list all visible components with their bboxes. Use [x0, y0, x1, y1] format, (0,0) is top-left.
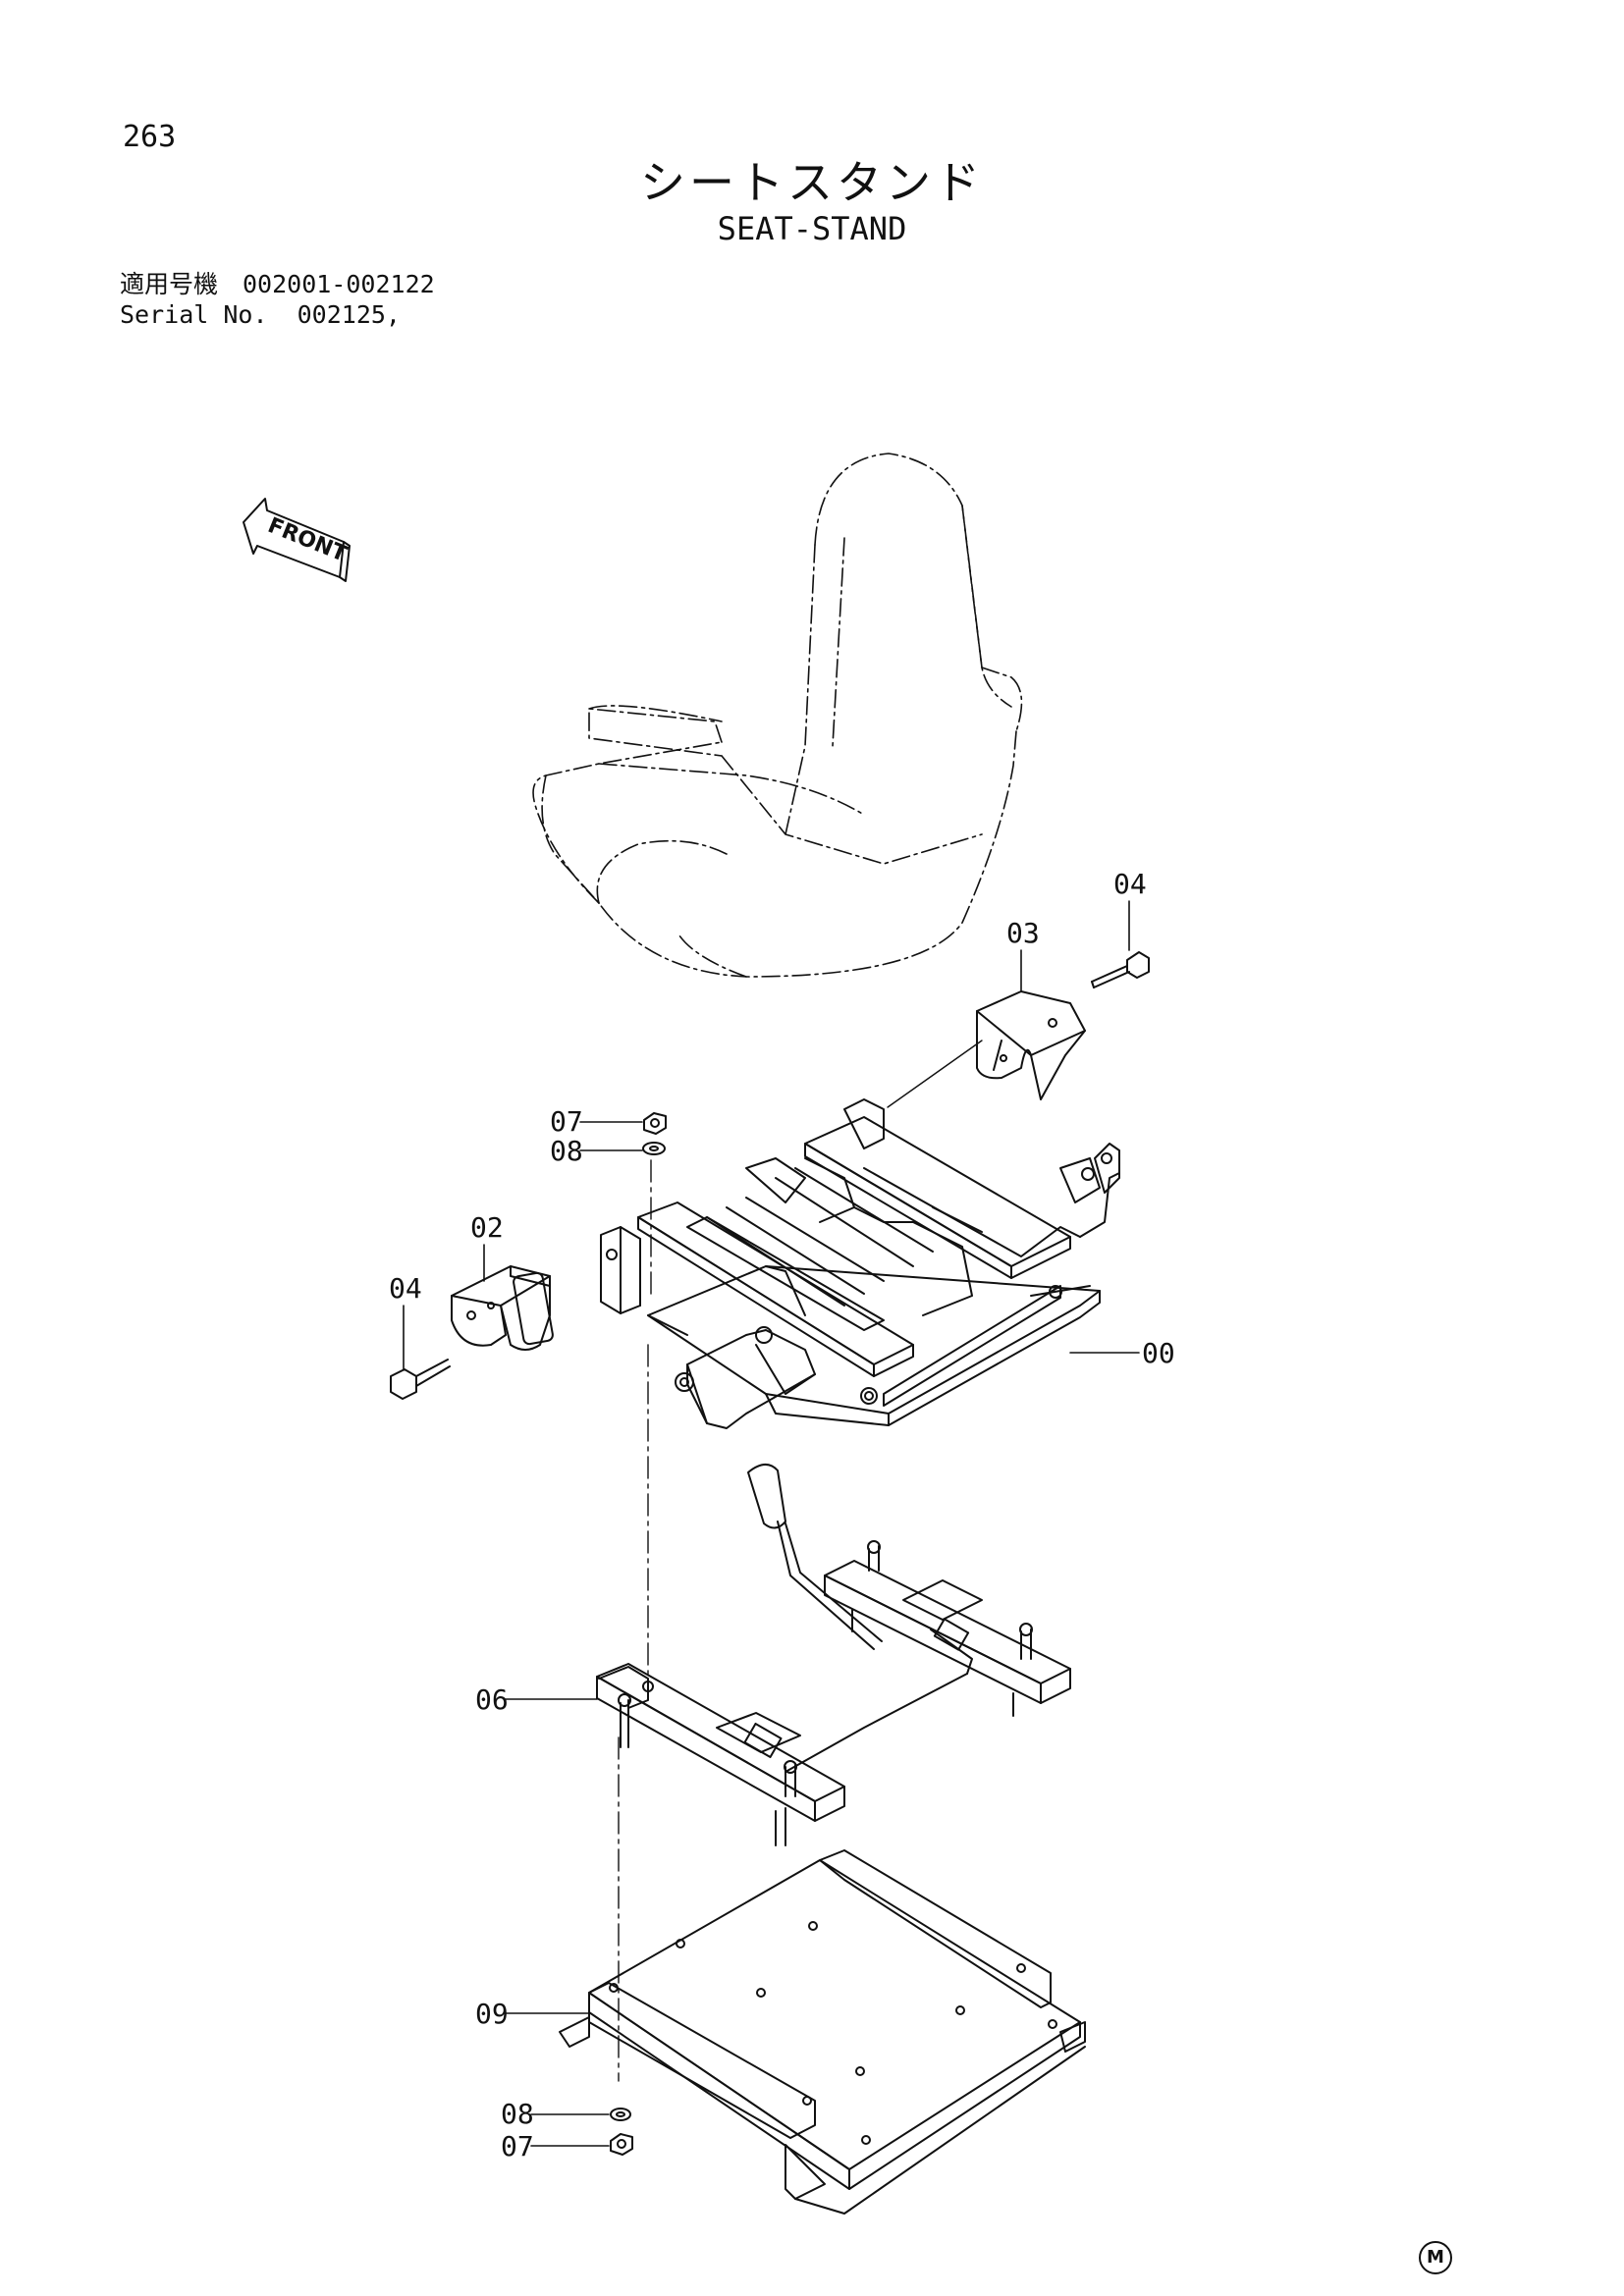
- callout-07-top: 07: [550, 1105, 583, 1138]
- serial-line-1: 適用号機 002001-002122: [120, 270, 435, 298]
- callout-06: 06: [475, 1683, 509, 1716]
- part-09-base-plate: [559, 1849, 1086, 2215]
- callout-04-top: 04: [1113, 868, 1147, 900]
- page-number: 263: [123, 120, 177, 154]
- part-06-slide-rail: [596, 1663, 845, 1846]
- callout-04-left: 04: [389, 1272, 422, 1305]
- part-04-bolt-left: [390, 1359, 451, 1400]
- callout-00: 00: [1142, 1337, 1175, 1369]
- part-07-nut-bottom: [610, 2133, 633, 2156]
- callout-leader-lines: [403, 900, 1140, 2147]
- part-08-washer-top: [642, 1142, 666, 1155]
- manufacturer-mark-icon: M: [1419, 2241, 1452, 2274]
- serial-line-2: Serial No. 002125,: [120, 300, 401, 329]
- part-03-bracket: [976, 990, 1086, 1100]
- part-00-seat-frame: [600, 1098, 1120, 1429]
- callout-02: 02: [470, 1211, 504, 1244]
- callout-07-bottom: 07: [501, 2130, 534, 2163]
- part-08-washer-bottom: [610, 2108, 631, 2121]
- callout-08-bottom: 08: [501, 2098, 534, 2130]
- title-english: SEAT-STAND: [717, 210, 907, 247]
- right-slide-rail: [785, 1540, 1071, 1773]
- part-02-bracket: [451, 1265, 554, 1351]
- lever-handle: [747, 1464, 883, 1650]
- part-04-bolt-top: [1091, 951, 1150, 988]
- front-arrow-icon: FRONT: [243, 498, 351, 582]
- callout-03: 03: [1006, 917, 1040, 949]
- front-arrow-label: FRONT: [264, 513, 350, 567]
- seat-outline: [532, 453, 1023, 978]
- title-japanese: シートスタンド: [640, 156, 984, 209]
- callout-08-top: 08: [550, 1135, 583, 1167]
- part-07-nut-top: [643, 1112, 667, 1135]
- callout-09: 09: [475, 1998, 509, 2030]
